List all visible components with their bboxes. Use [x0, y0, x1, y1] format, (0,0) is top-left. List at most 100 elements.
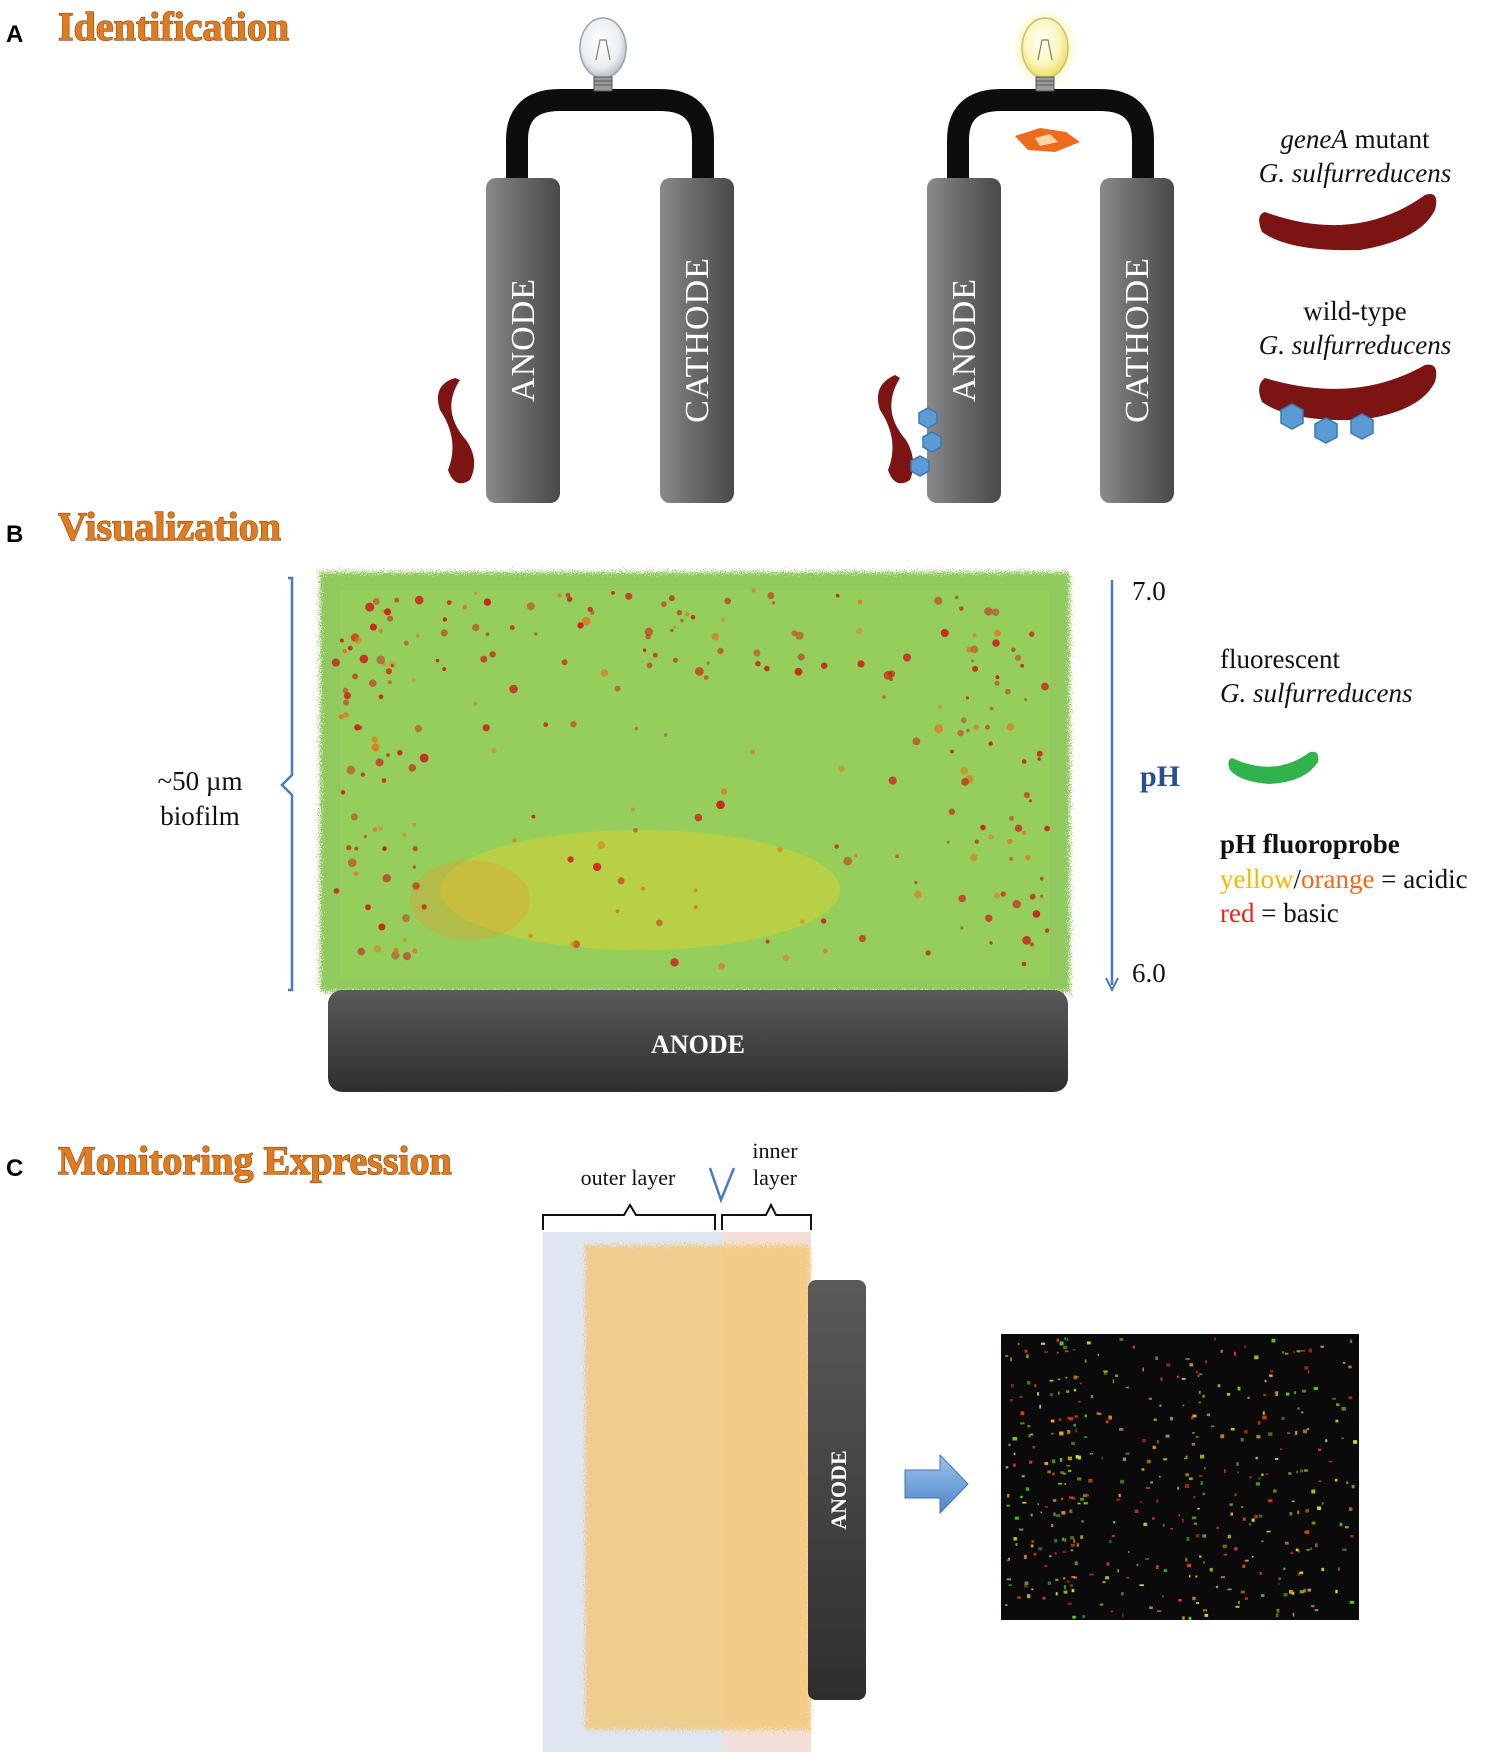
speck	[1022, 962, 1027, 967]
speck	[1113, 1521, 1115, 1523]
panel-c: C Monitoring Expression outer layer inne…	[6, 1138, 1359, 1752]
speck	[394, 598, 399, 603]
speck	[1265, 1380, 1267, 1382]
speck	[1166, 1363, 1170, 1366]
speck	[1199, 1556, 1202, 1558]
speck	[903, 654, 911, 662]
microscopy-image	[1001, 1334, 1359, 1620]
speck	[1163, 1458, 1167, 1460]
speck	[777, 847, 782, 852]
speck	[1275, 1391, 1278, 1393]
speck	[990, 707, 994, 711]
speck	[1040, 895, 1043, 898]
speck	[1297, 1350, 1301, 1352]
speck	[1350, 1340, 1352, 1343]
speck	[750, 750, 755, 755]
speck	[1183, 1405, 1185, 1407]
speck	[343, 712, 349, 718]
speck	[354, 847, 358, 851]
speck	[474, 592, 477, 595]
speck	[1280, 1448, 1282, 1450]
speck	[625, 593, 632, 600]
speck	[1293, 1613, 1295, 1617]
speck	[1289, 1512, 1292, 1516]
speck	[1221, 1576, 1225, 1578]
speck	[971, 659, 974, 662]
speck	[1193, 1496, 1195, 1499]
speck	[1103, 1371, 1107, 1373]
speck	[712, 633, 720, 641]
speck	[413, 846, 418, 851]
speck	[949, 809, 955, 815]
speck	[1029, 1461, 1032, 1464]
speck	[895, 854, 899, 858]
speck	[1306, 1530, 1309, 1534]
speck	[1276, 1613, 1279, 1617]
speck	[950, 750, 954, 754]
speck	[1028, 1434, 1030, 1437]
speck	[1241, 1438, 1244, 1442]
speck	[489, 651, 495, 657]
speck	[1256, 1435, 1260, 1438]
speck	[653, 653, 658, 658]
speck	[961, 717, 967, 723]
speck	[647, 663, 653, 669]
speck	[795, 668, 803, 676]
speck	[1051, 1420, 1055, 1423]
speck	[1304, 1531, 1306, 1534]
speck	[856, 628, 862, 634]
speck	[984, 607, 992, 615]
speck	[412, 948, 417, 953]
anode-bar-label: ANODE	[651, 1030, 745, 1059]
inner-layer-bracket	[722, 1205, 811, 1230]
speck	[1022, 1502, 1026, 1504]
speck	[1296, 1549, 1299, 1552]
speck	[369, 679, 377, 687]
speck	[1241, 1506, 1243, 1508]
speck	[1063, 1346, 1067, 1350]
lightbulb-off-icon	[580, 18, 626, 91]
speck	[721, 618, 725, 622]
speck	[1272, 1339, 1276, 1343]
speck	[1155, 1356, 1158, 1360]
speck	[422, 904, 427, 909]
speck	[1292, 1501, 1295, 1503]
speck	[332, 659, 340, 667]
speck	[1054, 1539, 1057, 1543]
speck	[1228, 1535, 1231, 1539]
speck	[567, 856, 573, 862]
speck	[1342, 1549, 1347, 1551]
speck	[1259, 1515, 1263, 1518]
speck	[633, 828, 638, 833]
speck	[1234, 1352, 1236, 1356]
speck	[1145, 1558, 1149, 1560]
speck	[753, 650, 760, 657]
speck	[1318, 1449, 1321, 1452]
speck	[716, 801, 725, 810]
speck	[1025, 855, 1030, 860]
speck	[601, 669, 609, 677]
speck	[480, 656, 487, 663]
speck	[1109, 1540, 1111, 1543]
speck	[980, 825, 986, 831]
speck	[1321, 1568, 1324, 1571]
speck	[1009, 857, 1013, 861]
speck	[1112, 1535, 1115, 1537]
speck	[1308, 1370, 1310, 1373]
speck	[1007, 839, 1012, 844]
speck	[834, 844, 838, 848]
speck	[1034, 1384, 1036, 1388]
speck	[1068, 1457, 1072, 1461]
speck	[992, 639, 1000, 647]
speck	[557, 593, 561, 597]
speck	[1282, 1417, 1285, 1420]
speck	[994, 893, 1000, 899]
speck	[1025, 1350, 1028, 1353]
speck	[1051, 1524, 1053, 1527]
speck	[1254, 1356, 1258, 1360]
speck	[1063, 1551, 1067, 1553]
speck	[1123, 1458, 1126, 1461]
speck	[1140, 1584, 1144, 1586]
speck	[1067, 1338, 1069, 1341]
speck	[1058, 1378, 1061, 1380]
